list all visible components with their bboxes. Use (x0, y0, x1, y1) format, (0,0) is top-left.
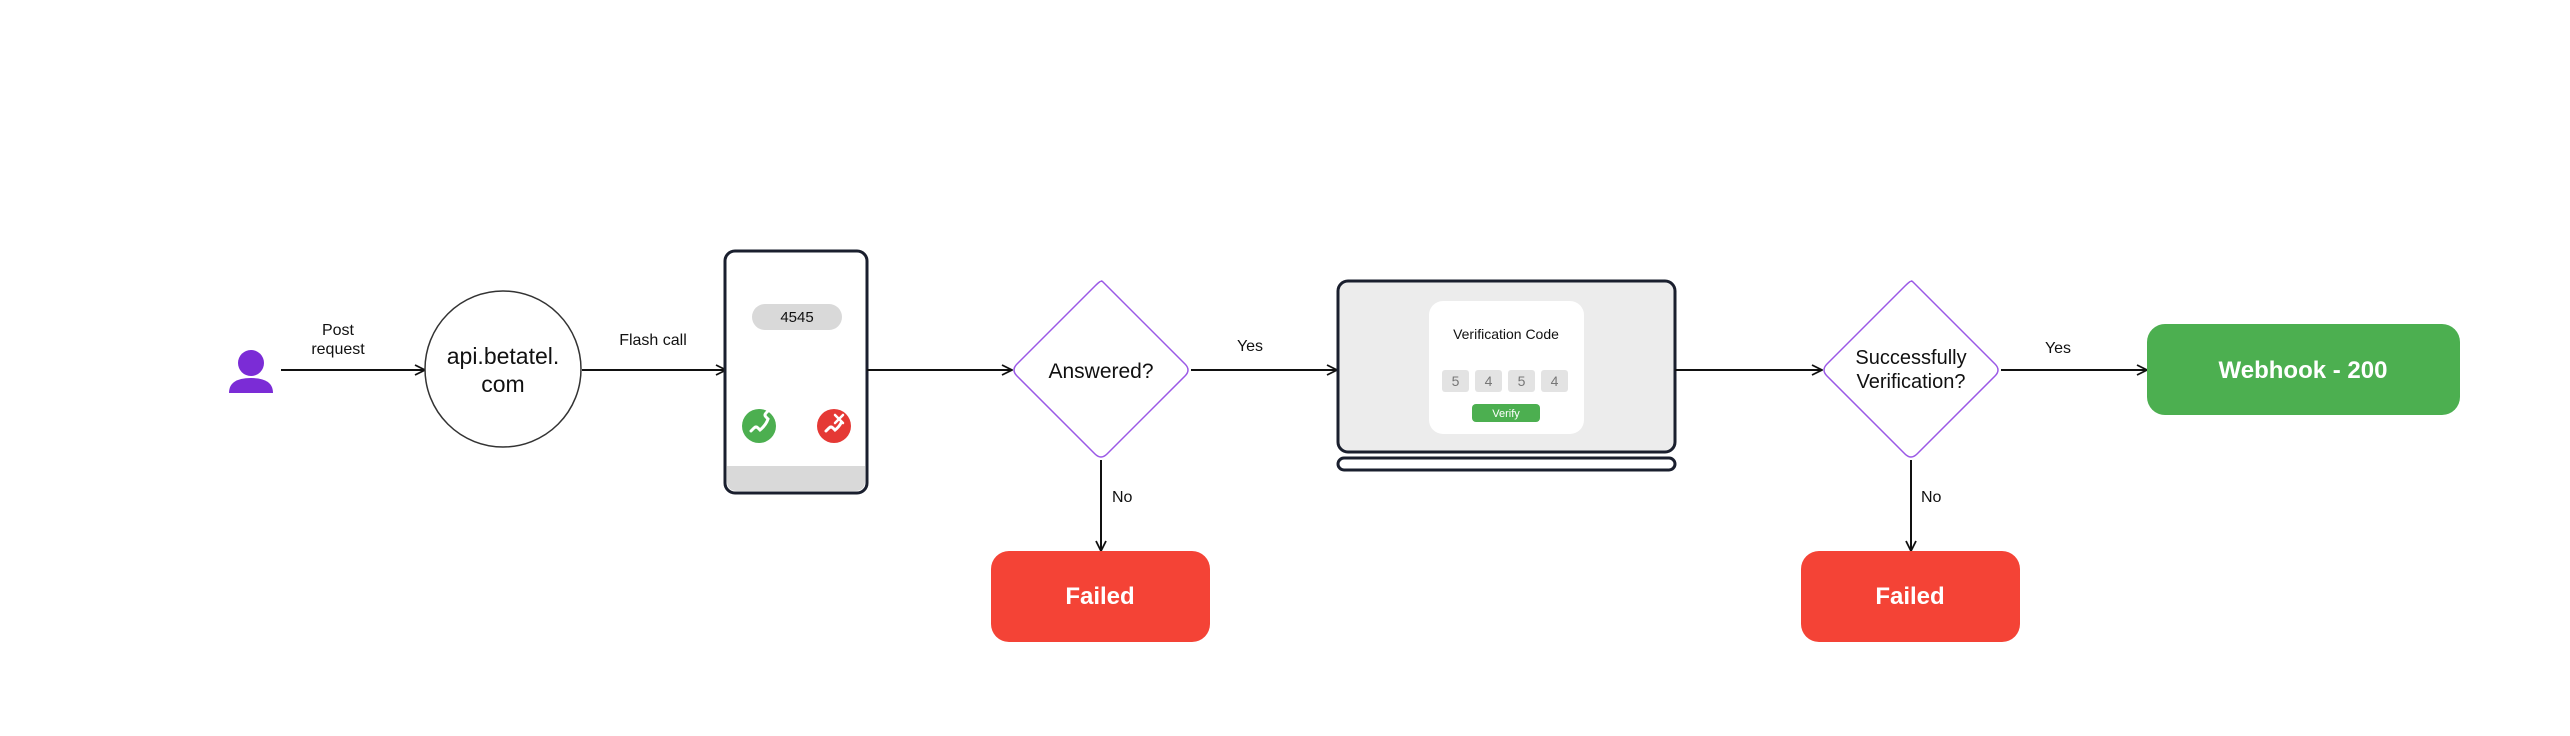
answered-no-label: No (1112, 489, 1133, 506)
user-icon (229, 350, 273, 393)
failed-box-1: Failed (991, 551, 1210, 642)
code-digit-1[interactable]: 5 (1442, 370, 1469, 392)
answered-decision: Answered? (1013, 280, 1189, 458)
code-digit-4-value: 4 (1551, 373, 1559, 389)
code-digit-3-value: 5 (1518, 373, 1526, 389)
phone-mockup: 4545 (723, 249, 869, 495)
code-digit-4[interactable]: 4 (1541, 370, 1568, 392)
laptop-mockup: Verification Code 5 4 5 4 Verify (1336, 279, 1677, 472)
code-digit-2[interactable]: 4 (1475, 370, 1502, 392)
verification-label-2: Verification? (1857, 371, 1966, 393)
post-request-label-2: request (311, 341, 365, 358)
decline-call-icon[interactable] (817, 409, 851, 443)
verification-decision: Successfully Verification? (1823, 280, 1999, 458)
caller-number: 4545 (780, 309, 813, 326)
answered-label: Answered? (1048, 360, 1153, 383)
verification-card (1429, 301, 1584, 434)
failed-box-2: Failed (1801, 551, 2020, 642)
failed-label-1: Failed (1065, 583, 1134, 610)
post-request-label: Post (322, 322, 355, 339)
answered-yes-label: Yes (1237, 338, 1263, 355)
webhook-success-box: Webhook - 200 (2147, 324, 2460, 415)
api-node: api.betatel. com (424, 290, 582, 448)
code-digit-3[interactable]: 5 (1508, 370, 1535, 392)
verified-no-label: No (1921, 489, 1942, 506)
code-digit-2-value: 4 (1485, 373, 1493, 389)
flash-call-label: Flash call (619, 332, 687, 349)
api-node-label-1: api.betatel. (447, 343, 560, 369)
verify-button-label: Verify (1492, 408, 1520, 420)
code-digit-1-value: 5 (1452, 373, 1460, 389)
verified-yes-label: Yes (2045, 340, 2071, 357)
answer-call-icon[interactable] (742, 408, 776, 443)
api-node-label-2: com (481, 371, 524, 397)
verification-label-1: Successfully (1855, 347, 1966, 369)
webhook-label: Webhook - 200 (2219, 357, 2388, 384)
verify-button[interactable]: Verify (1472, 404, 1540, 422)
verification-card-title: Verification Code (1453, 326, 1559, 342)
caller-number-pill (752, 304, 842, 330)
failed-label-2: Failed (1875, 583, 1944, 610)
